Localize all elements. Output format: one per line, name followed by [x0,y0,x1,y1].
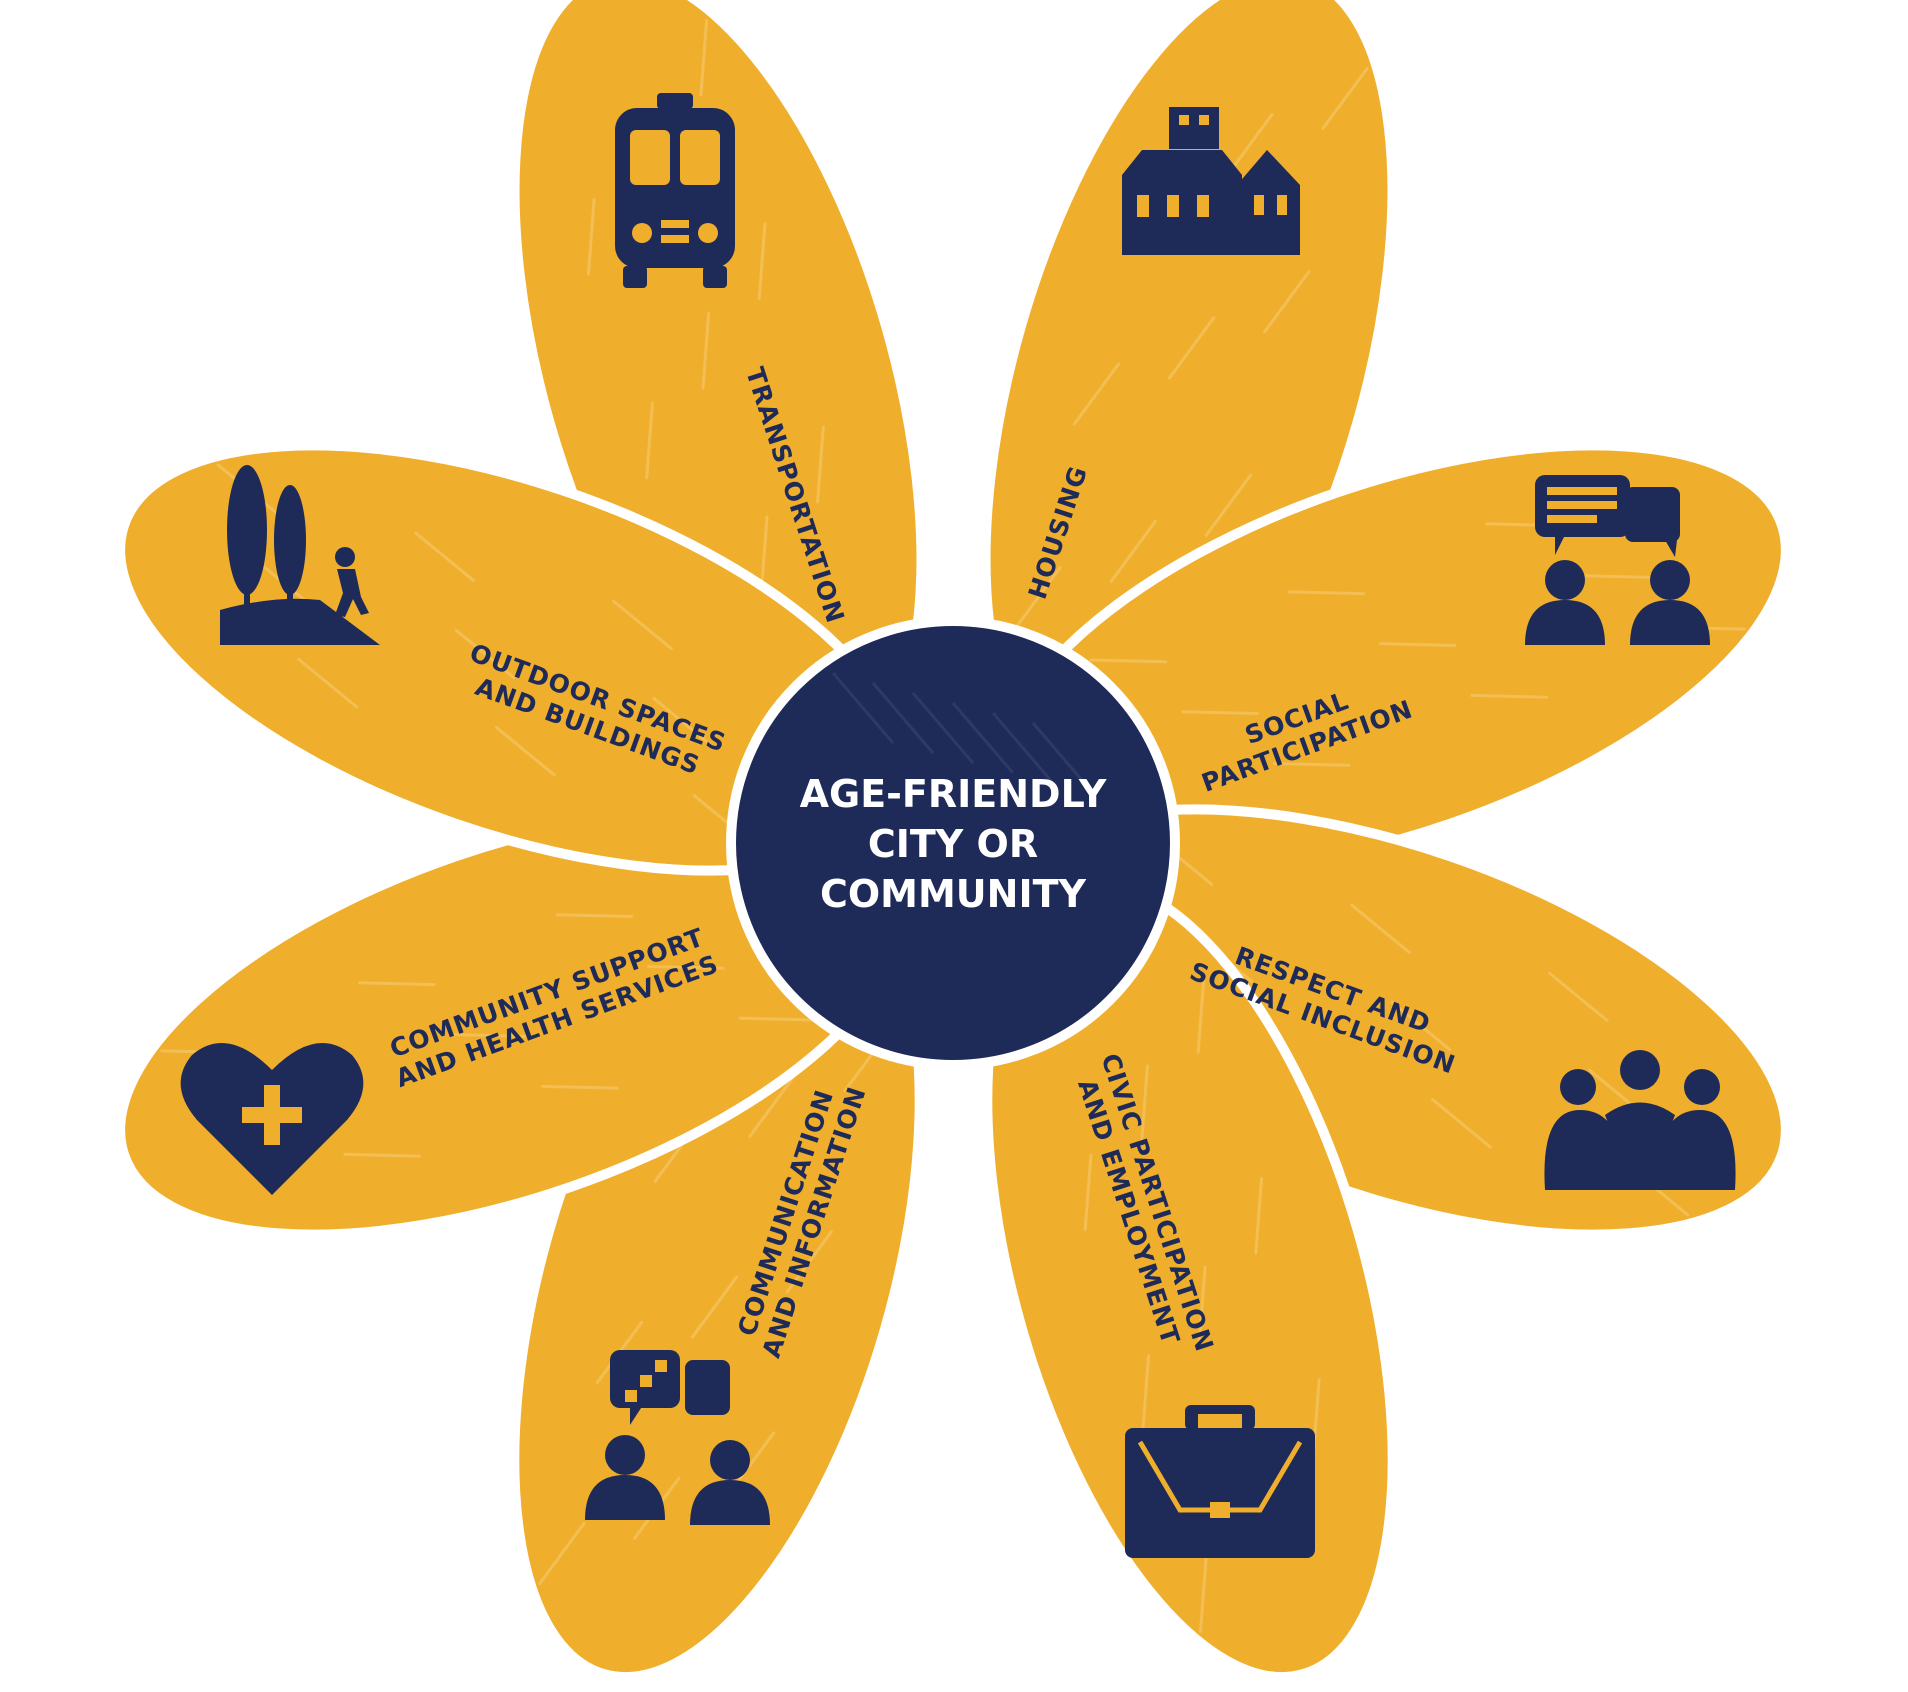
houses-icon [1122,107,1300,255]
petal-texture-streak [414,531,476,583]
petal-texture-streak [690,1275,739,1339]
petal-texture-streak [357,981,436,987]
center-texture-streak [1031,722,1095,794]
petal-texture-streak [454,628,516,680]
petal-texture-streak [1263,270,1311,334]
center-texture-streak [991,712,1055,784]
heart-plus-icon [180,1043,364,1195]
petal-texture-streak [1196,975,1206,1054]
petal-texture-streak [1141,1354,1151,1432]
petal-texture-streak [1109,519,1157,583]
petal-texture-streak [1470,693,1549,699]
petal-texture-streak [759,515,769,593]
petal-texture-streak [701,311,711,390]
center-circle [726,616,1180,1070]
center-texture-streak [911,692,975,764]
petal-texture-streak [1083,1153,1093,1231]
petal-texture-streak [1226,112,1274,177]
bus-icon [615,93,735,288]
petal-texture-streak [449,1033,528,1038]
petal-texture-streak [1548,971,1609,1023]
petal-texture-streak [1198,1555,1208,1633]
center-disc: AGE-FRIENDLY CITY OR COMMUNITY [726,616,1180,1070]
conversation-icon [1525,475,1710,645]
petal-texture-streak [816,425,825,504]
center-texture-streak [871,682,935,754]
center-texture-streak [831,672,895,744]
petal-texture-streak [538,1521,586,1585]
petal-texture-streak [1197,1265,1207,1344]
petal-texture-streak [757,222,767,300]
center-title: AGE-FRIENDLY CITY OR COMMUNITY [800,772,1107,916]
center-texture-streak [951,702,1015,774]
petal-texture-streak [1430,1097,1492,1149]
petal-texture-streak [1350,903,1412,955]
petal-texture-streak [1072,362,1121,426]
petal-texture-streak [1167,316,1216,380]
center-title-line: COMMUNITY [820,872,1087,916]
group-embrace-icon [1544,1050,1736,1190]
center-title-line: CITY OR [868,822,1038,866]
petal-texture-streak [494,725,556,777]
petal-texture-streak [738,1016,817,1022]
petal-texture-streak [1204,473,1253,537]
petal-texture-streak [1378,642,1457,647]
petal-texture-streak [541,1084,619,1090]
petal-texture-streak [1181,710,1259,716]
trees-walker-icon [220,465,380,645]
petal-texture-streak [586,198,596,276]
petal-texture-streak [645,401,654,479]
petal-texture-streak [1321,66,1369,130]
icon-layer [180,93,1736,1558]
petal-texture-streak [699,19,709,97]
briefcase-icon [1125,1405,1315,1558]
petal-texture-streak [652,696,714,748]
petal-texture-streak [647,964,725,970]
petal-texture-streak [748,1074,796,1138]
petal-texture-streak [1254,1176,1264,1255]
petal-texture-streak [1014,565,1062,630]
center-title-line: AGE-FRIENDLY [800,772,1107,816]
petal-texture-streak [1140,1064,1149,1143]
chat-people-icon [585,1350,770,1525]
petal-texture-streak [1287,590,1365,596]
petal-texture-streak [343,1152,421,1158]
petal-texture-streak [1272,761,1351,767]
petal-texture-streak [1576,574,1655,579]
petal-texture-streak [1390,1000,1452,1052]
petal-texture-streak [1089,658,1168,664]
petal-texture-streak [785,1230,833,1294]
petal-texture-streak [297,657,358,709]
petal-texture-streak [555,913,634,919]
petal-texture-streak [612,599,673,651]
